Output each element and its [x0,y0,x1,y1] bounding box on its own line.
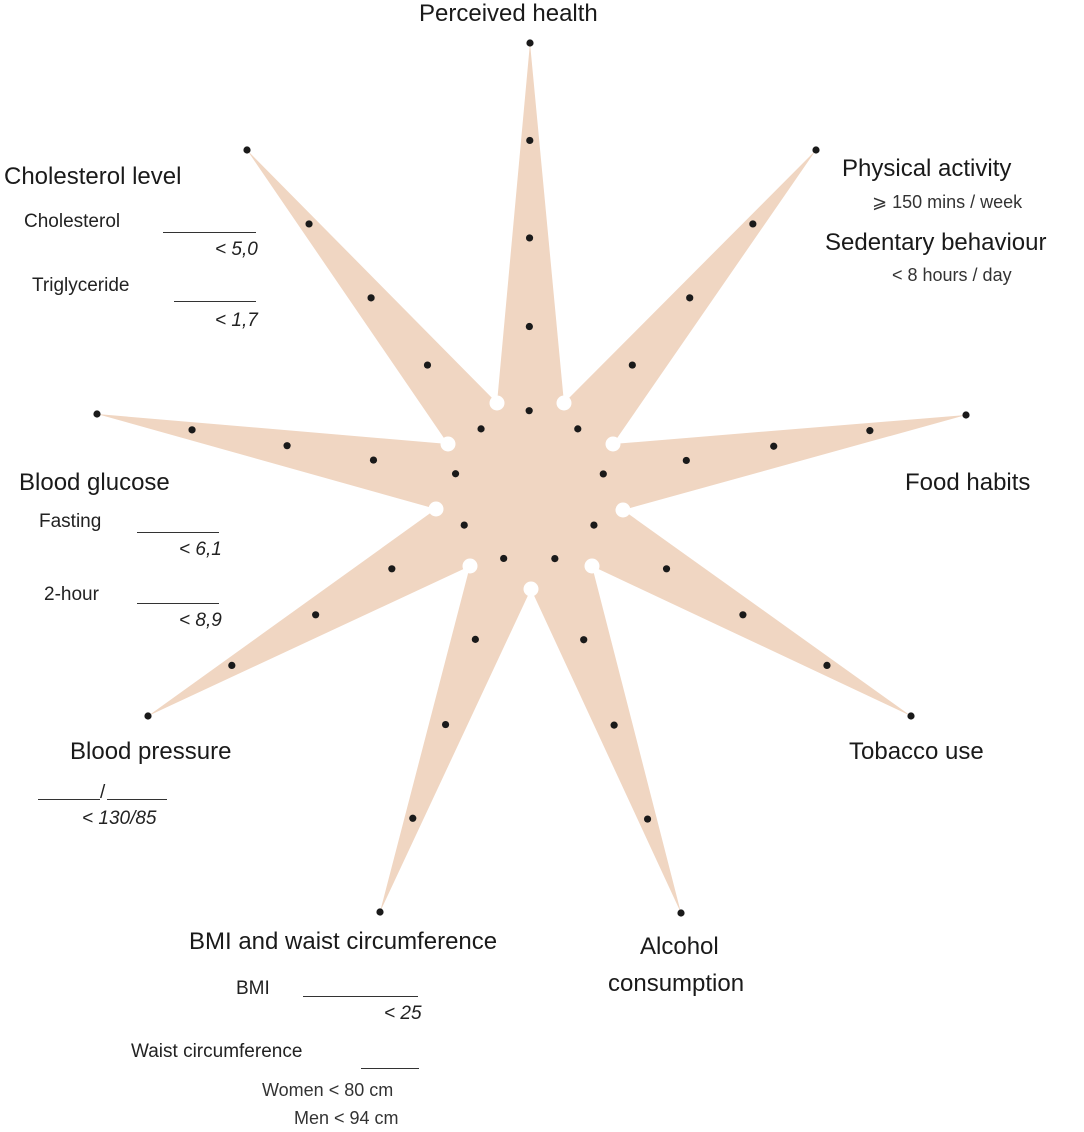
food-habits-scale-dot[interactable] [682,456,690,465]
center-marker [556,395,572,411]
center-marker [428,501,444,517]
bp-systolic-blank[interactable] [38,799,100,800]
physical-activity-scale-dot[interactable] [628,361,636,369]
physical-activity-scale-dot[interactable] [686,294,694,302]
center-marker [489,395,505,411]
tobacco-use-scale-dot[interactable] [907,712,915,720]
bmi-waist-scale-dot[interactable] [500,554,508,563]
cholesterol-level-scale-dot[interactable] [305,220,313,228]
tobacco-use-scale-dot[interactable] [590,521,598,529]
glucose-2hour-blank[interactable] [137,603,219,604]
alcohol-consumption-scale-dot[interactable] [643,815,652,823]
waist-blank[interactable] [361,1068,419,1069]
center-marker [605,436,621,452]
waist-women-target: Women < 80 cm [262,1080,394,1100]
glucose-fasting-target: < 6,1 [179,539,222,560]
blood-pressure-title: Blood pressure [70,738,232,765]
perceived-health-scale-dot[interactable] [525,234,534,242]
cholesterol-level-scale-dot[interactable] [423,361,432,369]
glucose-fasting-blank[interactable] [137,532,219,533]
alcohol-consumption-scale-dot[interactable] [677,909,685,917]
food-habits-scale-dot[interactable] [770,442,778,450]
center-marker [462,558,478,574]
blood-glucose-scale-dot[interactable] [283,442,291,450]
blood-pressure-scale-dot[interactable] [144,712,152,720]
bp-target: < 130/85 [82,808,157,829]
bp-slash: / [100,782,106,803]
center-marker [615,502,631,518]
bmi-waist-scale-dot[interactable] [441,720,450,729]
bmi-waist-scale-dot[interactable] [409,814,417,822]
tobacco-use-scale-dot[interactable] [662,565,671,573]
bmi-waist-title: BMI and waist circumference [189,928,498,955]
waist-men-target: Men < 94 cm [294,1108,399,1128]
glucose-2hour-target: < 8,9 [179,610,222,631]
alcohol-consumption-scale-dot[interactable] [551,554,559,563]
perceived-health-scale-dot[interactable] [525,322,533,331]
bmi-target: < 25 [384,1003,422,1024]
glucose-2hour-label: 2-hour [44,584,99,605]
physical-activity-scale-dot[interactable] [574,425,582,433]
blood-glucose-title: Blood glucose [19,469,170,496]
bmi-waist-scale-dot[interactable] [471,635,479,643]
triglyceride-label: Triglyceride [32,275,130,296]
cholesterol-target: < 5,0 [215,239,258,260]
center-marker [440,436,456,452]
star-shape [97,43,966,913]
cholesterol-level-title: Cholesterol level [4,163,182,190]
physical-activity-scale-dot[interactable] [749,220,757,228]
cholesterol-blank[interactable] [163,232,256,233]
perceived-health-scale-dot[interactable] [526,39,534,47]
center-marker [523,581,539,597]
tobacco-use-scale-dot[interactable] [739,611,747,619]
dots-layer [93,39,970,917]
food-habits-title: Food habits [905,469,1031,496]
alcohol-consumption-title-line1: Alcohol [640,933,719,960]
perceived-health-scale-dot[interactable] [525,407,533,415]
cholesterol-level-scale-dot[interactable] [477,425,485,433]
physical-activity-title: Physical activity [842,155,1012,182]
blood-pressure-scale-dot[interactable] [228,661,236,670]
food-habits-scale-dot[interactable] [866,427,874,435]
center-marker [584,558,600,574]
waist-label: Waist circumference [131,1041,303,1062]
bmi-waist-scale-dot[interactable] [376,908,384,916]
blood-pressure-scale-dot[interactable] [460,521,468,529]
center-markers-layer [428,395,631,597]
food-habits-scale-dot[interactable] [962,411,970,419]
triglyceride-target: < 1,7 [215,310,258,331]
tobacco-use-title: Tobacco use [849,738,984,765]
cholesterol-level-scale-dot[interactable] [243,146,251,154]
perceived-health-title: Perceived health [419,0,598,27]
bmi-label: BMI [236,978,270,999]
alcohol-consumption-scale-dot[interactable] [610,721,618,729]
cholesterol-level-scale-dot[interactable] [367,294,375,302]
alcohol-consumption-scale-dot[interactable] [580,636,588,644]
alcohol-consumption-title-line2: consumption [608,970,745,997]
blood-glucose-scale-dot[interactable] [188,426,196,434]
bp-diastolic-blank[interactable] [107,799,167,800]
sedentary-behaviour-target: < 8 hours / day [892,265,1012,285]
blood-glucose-scale-dot[interactable] [369,456,378,464]
blood-pressure-scale-dot[interactable] [388,565,396,573]
tobacco-use-scale-dot[interactable] [823,661,831,670]
sedentary-behaviour-title: Sedentary behaviour [825,229,1047,256]
physical-activity-scale-dot[interactable] [812,146,820,154]
physical-activity-target: ⩾ 150 mins / week [872,192,1023,212]
food-habits-scale-dot[interactable] [599,470,607,478]
perceived-health-scale-dot[interactable] [526,136,534,145]
triglyceride-blank[interactable] [174,301,256,302]
bmi-blank[interactable] [303,996,418,997]
blood-glucose-scale-dot[interactable] [93,410,101,418]
blood-glucose-scale-dot[interactable] [451,470,460,478]
cholesterol-label: Cholesterol [24,211,121,232]
glucose-fasting-label: Fasting [39,511,102,532]
blood-pressure-scale-dot[interactable] [312,611,320,619]
